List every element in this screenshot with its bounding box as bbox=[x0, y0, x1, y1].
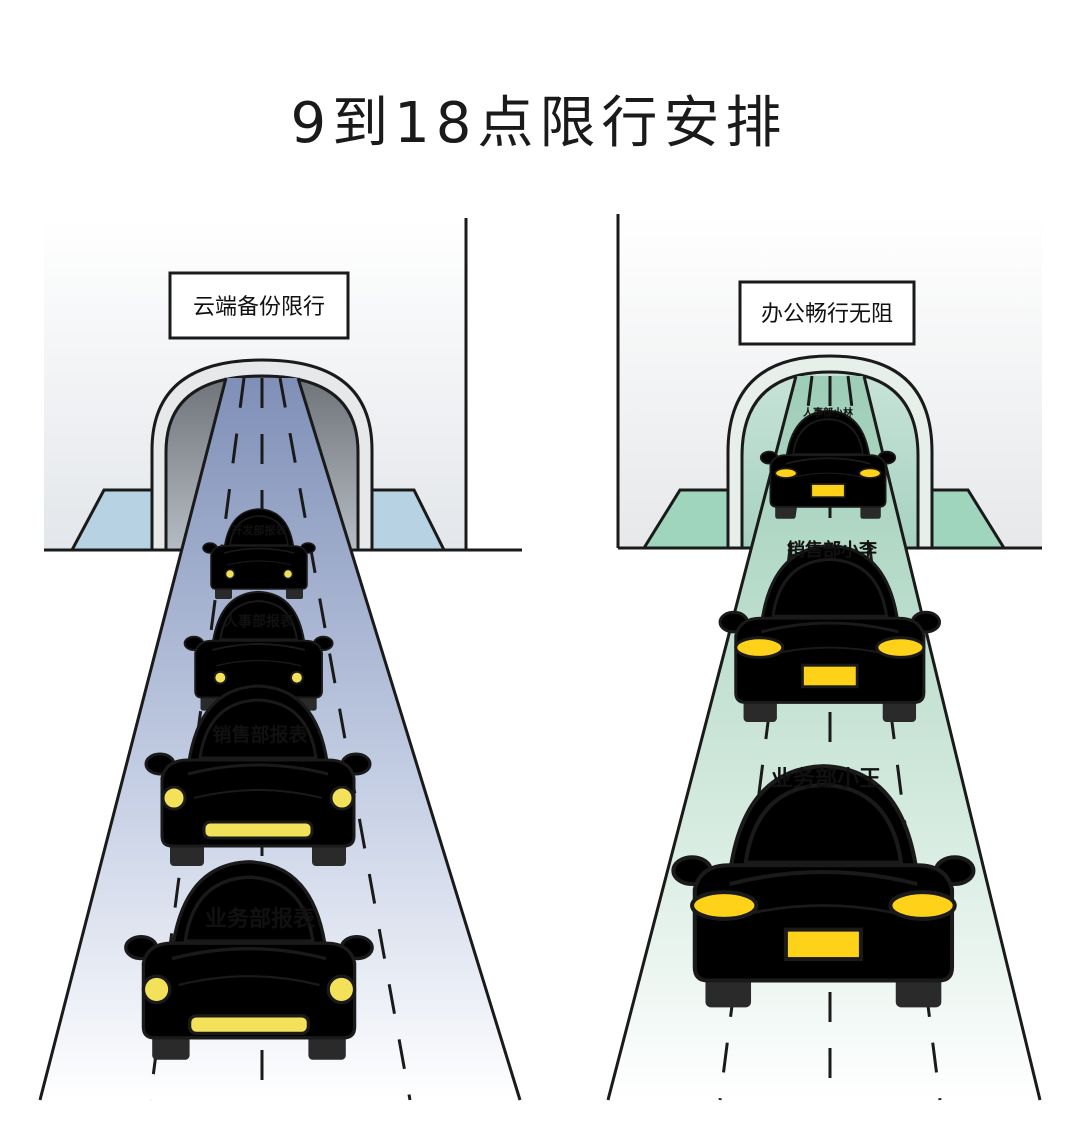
right-car-1-label: 人事部小林 bbox=[803, 406, 854, 419]
left-car-2 bbox=[183, 590, 334, 712]
left-car-1-label: 开发部报表 bbox=[232, 523, 288, 537]
left-car-4 bbox=[124, 860, 374, 1062]
right-car-2 bbox=[718, 544, 942, 724]
left-car-3 bbox=[144, 684, 372, 868]
left-car-4-label: 业务部报表 bbox=[205, 906, 316, 932]
page-title: 9到18点限行安排 bbox=[290, 91, 788, 156]
right-sign-text: 办公畅行无阻 bbox=[761, 302, 893, 327]
left-car-1 bbox=[202, 508, 316, 600]
right-panel: 办公畅行无阻 人事部小林 销售部小李 业务部小王 bbox=[606, 214, 1042, 1101]
right-sign bbox=[738, 280, 916, 346]
left-sign-text: 云端备份限行 bbox=[193, 295, 325, 320]
right-car-2-label: 销售部小李 bbox=[787, 539, 878, 561]
left-car-3-label: 销售部报表 bbox=[212, 723, 308, 746]
left-panel: 云端备份限行 开发部报表 人事部报表 销售部报表 业务部报表 bbox=[38, 218, 522, 1101]
right-car-3-label: 业务部小王 bbox=[771, 766, 881, 792]
left-car-2-label: 人事部报表 bbox=[224, 613, 295, 630]
right-car-3 bbox=[673, 766, 973, 1007]
right-car-1 bbox=[759, 409, 897, 520]
left-sign bbox=[168, 271, 350, 340]
